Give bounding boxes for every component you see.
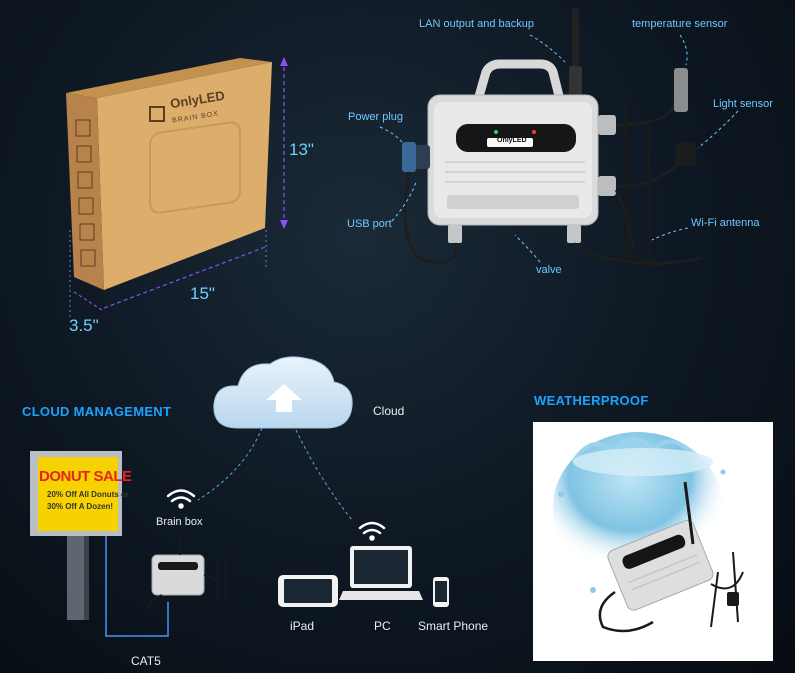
cloud-management-heading: CLOUD MANAGEMENT [22, 404, 172, 419]
box-width-label: 15" [190, 284, 215, 303]
tablet-icon [278, 575, 338, 607]
brain-box-label: Brain box [156, 516, 203, 528]
billboard-headline: DONUT SALE [39, 468, 132, 485]
weatherproof-heading: WEATHERPROOF [534, 393, 649, 408]
wifi-icon [358, 521, 386, 541]
callout-light-sensor: Light sensor [713, 98, 773, 110]
callout-power-plug: Power plug [348, 111, 404, 123]
callout-valve: valve [536, 264, 562, 276]
box-height-label: 13" [289, 140, 314, 159]
cat5-label: CAT5 [131, 654, 161, 668]
laptop-icon [339, 546, 423, 600]
phone-icon [433, 577, 449, 607]
callout-usb-port: USB port [347, 218, 392, 230]
cloud-icon [213, 356, 353, 429]
billboard-line-3: 30% Off A Dozen! [47, 502, 114, 511]
callout-lan: LAN output and backup [419, 18, 534, 30]
wifi-icon [166, 489, 196, 509]
box-depth-label: 3.5" [69, 316, 99, 335]
device-label-ipad: iPad [290, 619, 315, 633]
billboard-line-2: 20% Off All Donuts or [47, 490, 129, 499]
cloud-label: Cloud [373, 404, 405, 418]
weatherproof-photo [533, 422, 773, 661]
device-label-pc: PC [374, 619, 391, 633]
callout-temperature-sensor: temperature sensor [632, 18, 728, 30]
device-brand-label: OnlyLED [497, 137, 527, 144]
callout-wifi-antenna: Wi-Fi antenna [691, 217, 760, 229]
device-label-smart-phone: Smart Phone [418, 619, 489, 633]
